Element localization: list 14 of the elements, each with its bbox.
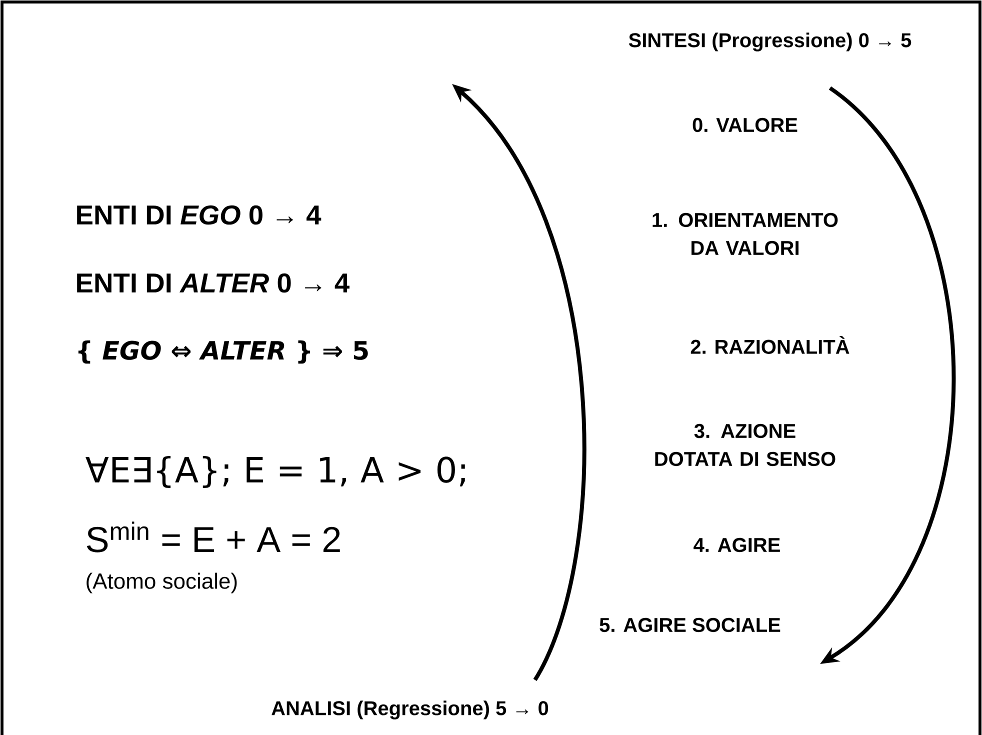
label-text: ENTI DI ALTER 0 → 4 [77,273,350,293]
formula-text: ∀E∃{A}; E = 1, A > 0; [86,456,465,488]
label-text: 2. RAZIONALITÀ [690,336,850,354]
label-text: SINTESI (Progressione) 0 → 5 [628,32,912,52]
label-text: ENTI DI EGO 0 → 4 [77,205,322,225]
label-text: 4. AGIRE [694,538,780,552]
label-text: 0. VALORE [692,118,798,132]
label-text: ANALISI (Regressione) 5 → 0 [272,700,548,720]
label-text: 5. AGIRE SOCIALE [600,618,780,632]
formula-text: { EGO ⇔ ALTER } ⇒ 5 [78,340,368,364]
label-text: 3. AZIONE DOTATA DI SENSO [655,424,836,466]
formula-text: S$^{min}$ = E + A = 2 [86,522,340,552]
label-text: (Atomo sociale) [86,572,237,594]
label-text: 1. ORIENTAMENTO DA VALORI [652,212,838,256]
